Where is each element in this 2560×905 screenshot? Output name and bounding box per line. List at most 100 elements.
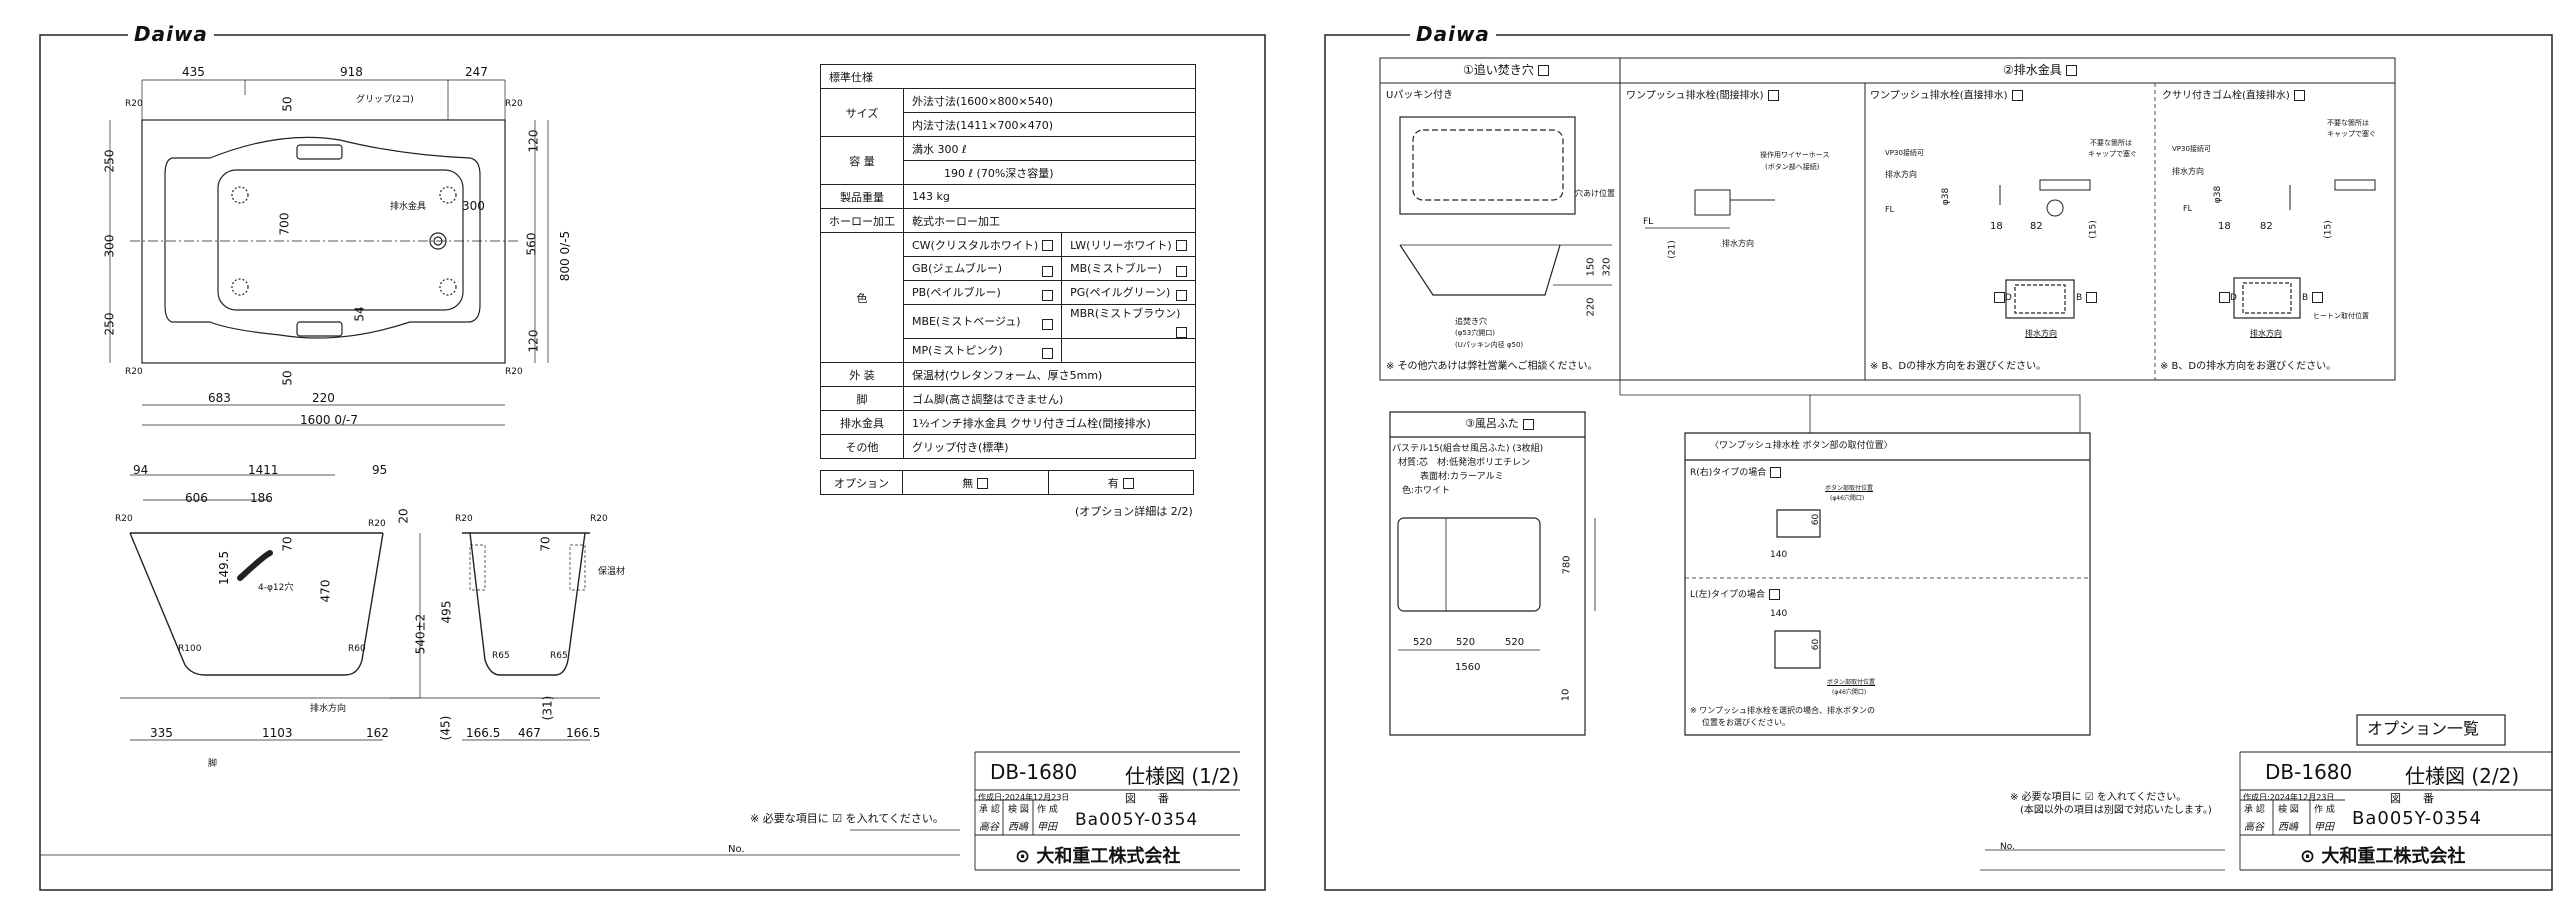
dim-label: R60 (348, 644, 366, 654)
b-label: B (2302, 293, 2309, 303)
company-name: ⊙ 大和重工株式会社 (2300, 842, 2465, 868)
r-type-text: R(右)タイプの場合 (1690, 468, 1767, 478)
spec-label: サイズ (820, 88, 904, 137)
color-option[interactable]: GB(ジェムブルー) (902, 256, 1063, 281)
company-logo-icon: ⊙ (2300, 846, 2322, 867)
daiwa-logo: Daiwa (128, 22, 214, 46)
dim-label: 1103 (262, 726, 293, 740)
title-block: DB-1680 仕様図 (2/2) 作成日:2024年12月23日 図 番 承 … (2240, 752, 2552, 870)
checkbox[interactable] (2086, 292, 2098, 303)
color-option[interactable]: MBR(ミストブラウン) (1061, 304, 1196, 339)
button-title: 〈ワンプッシュ排水栓 ボタン部の取付位置〉 (1710, 441, 1893, 451)
spec-label: 脚 (820, 386, 904, 411)
reheat-note: ※ その他穴あけは弊社営業へご相談ください。 (1386, 361, 1598, 372)
color-option[interactable]: MP(ミストピンク) (902, 338, 1063, 363)
indirect-drain-title[interactable]: ワンプッシュ排水栓(間接排水) (1626, 90, 1779, 102)
button-note: 位置をお選びください。 (1702, 718, 1790, 727)
direction-d[interactable]: D (2215, 292, 2237, 303)
direction-b[interactable]: B (2302, 292, 2324, 303)
spec-label: ホーロー加工 (820, 208, 904, 233)
checkbox[interactable] (1042, 290, 1054, 301)
checkbox[interactable] (2219, 292, 2230, 303)
color-option[interactable]: LW(リリーホワイト) (1061, 232, 1196, 257)
checkbox[interactable] (1522, 418, 1534, 430)
color-option[interactable]: CW(クリスタルホワイト) (902, 232, 1063, 257)
color-option[interactable]: PB(ペイルブルー) (902, 280, 1063, 305)
dim-label: 1600 0/-7 (300, 413, 358, 427)
checkbox[interactable] (1042, 319, 1054, 330)
heaton-label: ヒートン取付位置 (2313, 312, 2369, 320)
dim-label: (45) (438, 715, 453, 741)
dim-label: 54 (352, 306, 367, 322)
dim-label: (15) (2323, 220, 2334, 239)
drain-fitting-label: 排水金具 (390, 202, 427, 212)
chain-plug-title[interactable]: クサリ付きゴム栓(直接排水) (2162, 90, 2305, 102)
checkbox[interactable] (2065, 65, 2077, 76)
r-type-option[interactable]: R(右)タイプの場合 (1690, 467, 1782, 478)
drain-direction-label: 排水方向 (1722, 239, 1754, 248)
spec-value: ゴム脚(高さ調整はできません) (903, 386, 1196, 411)
checkbox[interactable] (1769, 589, 1781, 600)
spec-value: グリップ付き(標準) (903, 434, 1196, 459)
checkbox[interactable] (1175, 290, 1187, 301)
dim-label: 606 (185, 491, 208, 505)
direction-b[interactable]: B (2076, 292, 2098, 303)
direct-drain-title[interactable]: ワンプッシュ排水栓(直接排水) (1870, 90, 2023, 102)
checkbox[interactable] (977, 478, 989, 489)
color-option[interactable]: PG(ペイルグリーン) (1061, 280, 1196, 305)
drain-direction-label: 排水方向 (2025, 329, 2057, 338)
lid-title[interactable]: ③風呂ふた (1465, 418, 1534, 430)
checkbox[interactable] (2293, 90, 2305, 101)
check-note: ※ 必要な項目に ☑ を入れてください。 (750, 812, 944, 825)
checkbox[interactable] (1770, 467, 1782, 478)
checkbox[interactable] (1994, 292, 2005, 303)
approve-label: 承 認 (2244, 805, 2265, 815)
created-date: 作成日:2024年12月23日 (978, 793, 1070, 802)
color-option[interactable]: MB(ミストブルー) (1061, 256, 1196, 281)
drain-title[interactable]: ②排水金具 (2003, 64, 2077, 76)
check-signature: 西嶋 (2278, 822, 2298, 833)
reheat-title[interactable]: ①追い焚き穴 (1463, 64, 1549, 76)
dim-label: 18 (1990, 221, 2003, 232)
reheat-hole-spec: (φ53穴開口) (1455, 329, 1495, 337)
company-text: 大和重工株式会社 (1036, 846, 1181, 867)
checkbox[interactable] (1537, 65, 1549, 76)
drain-direction-label: 排水方向 (310, 704, 347, 714)
chain-title-text: クサリ付きゴム栓(直接排水) (2162, 90, 2290, 102)
empty-cell (1061, 338, 1196, 363)
d-label: D (2005, 293, 2012, 303)
dim-label: 250 (102, 312, 117, 336)
checkbox[interactable] (1122, 478, 1134, 489)
checkbox[interactable] (1175, 240, 1187, 251)
checkbox[interactable] (1042, 266, 1054, 277)
company-name: ⊙ 大和重工株式会社 (1015, 842, 1180, 868)
fl-label: FL (1885, 205, 1895, 214)
option-note: (オプション詳細は 2/2) (1075, 505, 1193, 518)
color-name: PB(ペイルブルー) (912, 286, 1001, 299)
checkbox[interactable] (1042, 240, 1054, 251)
dim-label: 95 (372, 463, 388, 477)
dim-label: R20 (505, 367, 523, 377)
approve-signature: 高谷 (979, 822, 999, 833)
direct-title-text: ワンプッシュ排水栓(直接排水) (1870, 90, 2008, 102)
dim-label: 520 (1505, 637, 1525, 648)
dim-label: 50 (280, 370, 295, 386)
color-option[interactable]: MBE(ミストベージュ) (902, 304, 1063, 339)
checkbox[interactable] (2011, 90, 2023, 101)
option-none[interactable]: 無 (902, 470, 1049, 495)
spec-label: 排水金具 (820, 410, 904, 435)
checkbox[interactable] (1175, 266, 1187, 277)
checkbox[interactable] (1042, 348, 1054, 359)
checkbox[interactable] (2312, 292, 2324, 303)
option-yes[interactable]: 有 (1047, 470, 1194, 495)
dim-label: R65 (492, 651, 510, 661)
option-table: オプション 無 有 (820, 470, 1194, 495)
checkbox[interactable] (1767, 90, 1779, 101)
l-type-option[interactable]: L(左)タイプの場合 (1690, 589, 1781, 600)
checkbox[interactable] (1175, 327, 1187, 338)
dim-label: R65 (550, 651, 568, 661)
direct-note: ※ B、Dの排水方向をお選びください。 (1870, 361, 2047, 372)
fl-label: FL (1643, 217, 1654, 227)
direction-d[interactable]: D (1990, 292, 2012, 303)
dim-label: 1560 (1455, 662, 1481, 673)
